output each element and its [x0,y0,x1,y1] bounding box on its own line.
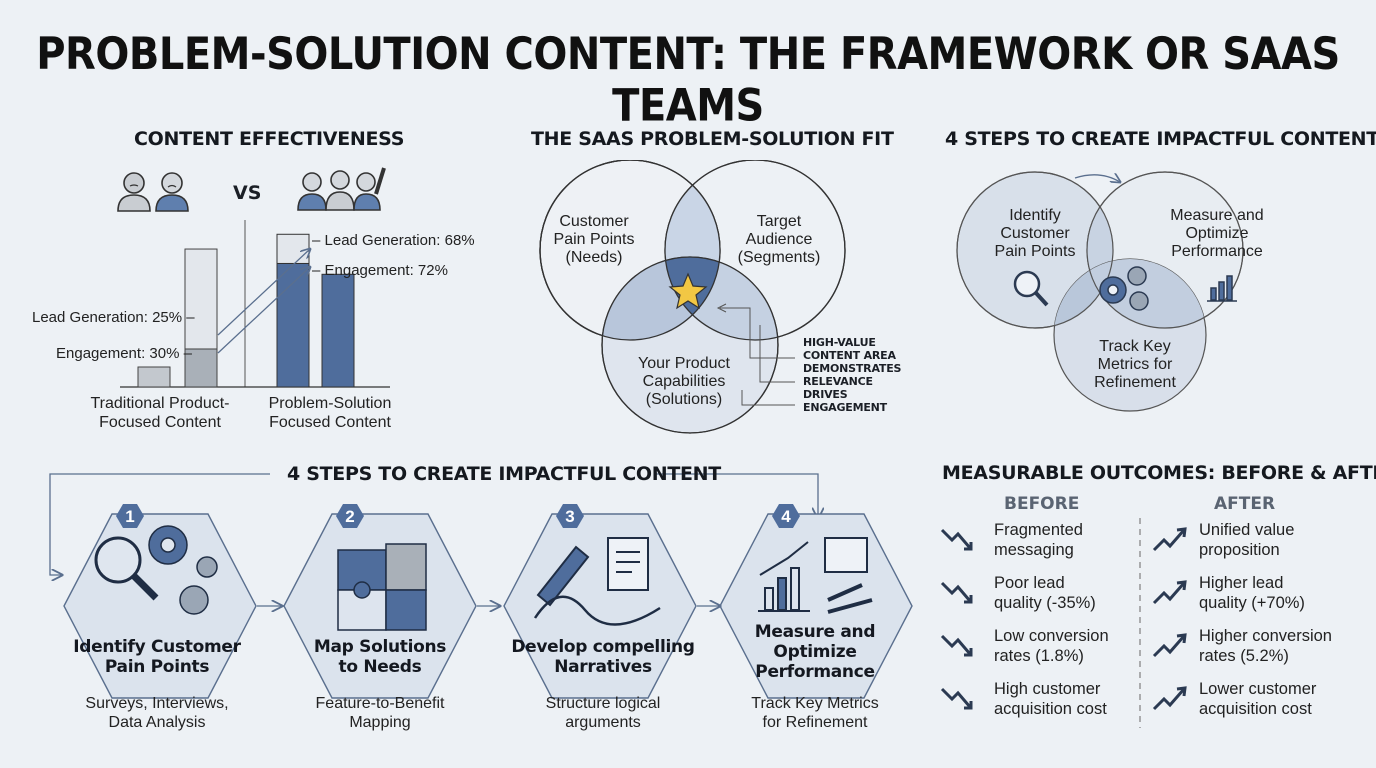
outcomes-divider [1139,518,1141,728]
trend-down-icon [940,687,973,710]
loop-arrow-right [655,473,818,518]
gears-icon [1099,266,1149,311]
page-title: PROBLEM-SOLUTION CONTENT: THE FRAMEWORK … [36,28,1340,132]
step3-pen-icon [533,537,661,626]
step-3-badge [556,504,584,528]
step-2-number: 2 [345,507,354,526]
step1-gears-icon [148,525,218,615]
step-1-badge [116,504,144,528]
after-header: AFTER [1214,494,1276,514]
bar-problem-engagement [276,262,310,388]
bar-chart-icon [1207,275,1237,302]
step-1-number: 1 [125,507,134,526]
trend-up-icon [1152,686,1187,711]
callout-line [720,307,795,359]
trend-up-icon [1152,527,1187,552]
bar-traditional-engagement [184,348,218,388]
right-engagement-label: – Engagement: 72% [312,262,448,279]
trend-down-icon [940,581,973,604]
venn-diagram [539,160,846,434]
people-happy-icon [297,167,386,211]
step-2-badge [336,504,364,528]
growth-arrow-engagement [217,267,310,354]
loop-arrow-left [49,473,270,575]
before-header: BEFORE [1004,494,1080,514]
group-label-traditional: Traditional Product-Focused Content [90,395,230,431]
star-icon [668,272,708,310]
right-lead-label: – Lead Generation: 68% [312,232,475,249]
venn-title: THE SAAS PROBLEM-SOLUTION FIT [531,128,894,150]
process-title: 4 STEPS TO CREATE IMPACTFUL CONTENT [287,463,721,485]
steps-venn-diagram [956,171,1244,412]
growth-arrow-lead [217,249,310,336]
step4-chart-icon [758,537,873,614]
step2-puzzle-icon [337,543,427,631]
trend-down-icon [940,634,973,657]
trend-down-icon [940,528,973,551]
trend-up-icon [1152,580,1187,605]
bar-problem-lead [276,233,310,264]
magnifier-icon [1013,270,1049,307]
step-1-sub: Surveys, Interviews,Data Analysis [85,695,229,731]
bar-traditional-lead [184,248,218,350]
people-unhappy-icon [117,172,189,212]
process-flow: 1 2 3 4 [49,473,913,699]
outcomes-title: MEASURABLE OUTCOMES: BEFORE & AFTER [942,462,1376,484]
step-4-badge [772,504,800,528]
trend-up-icon [1152,633,1187,658]
bar-problem-second [321,273,355,388]
steps-venn-title: 4 STEPS TO CREATE IMPACTFUL CONTENT [945,128,1376,150]
left-engagement-label: Engagement: 30% – [56,345,192,362]
step-4-number: 4 [781,507,791,526]
vs-label: VS [233,182,262,204]
left-lead-label: Lead Generation: 25% – [32,309,195,326]
effectiveness-title: CONTENT EFFECTIVENESS [134,128,405,150]
bar-traditional-base [137,366,171,388]
step-3-number: 3 [565,507,574,526]
step1-search-icon [94,536,159,601]
effectiveness-chart [120,220,390,388]
